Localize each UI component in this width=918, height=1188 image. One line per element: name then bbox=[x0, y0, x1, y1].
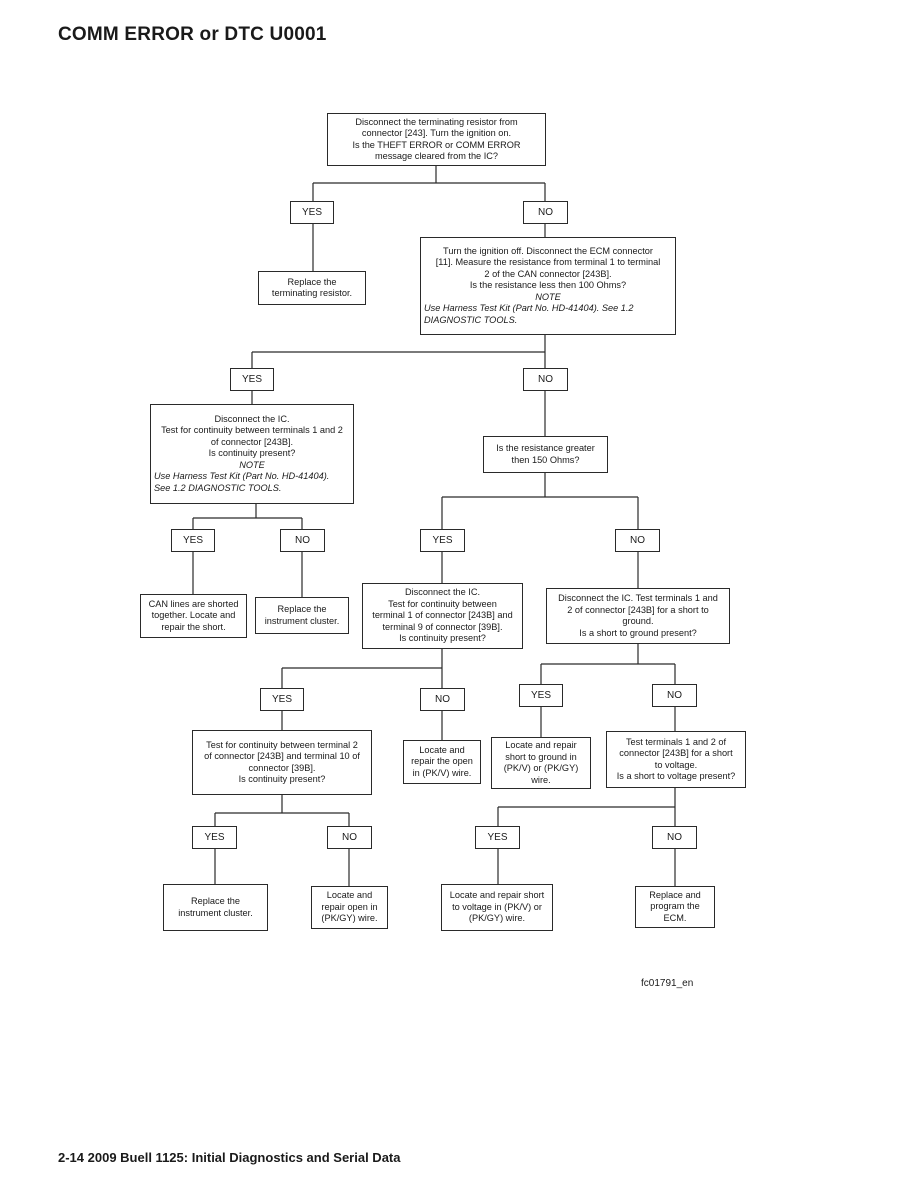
box-text-line: [11]. Measure the resistance from termin… bbox=[435, 257, 661, 268]
box-text-line: (PK/GY) wire. bbox=[468, 913, 526, 924]
box-text-line: connector [39B]. bbox=[248, 762, 316, 773]
box-text-line: (PK/GY) wire. bbox=[321, 913, 378, 924]
box-text-line: Is a short to ground present? bbox=[579, 627, 697, 638]
yes-label: YES bbox=[475, 826, 520, 849]
no-label: NO bbox=[652, 826, 697, 849]
box-text-line: of connector [243B] and terminal 10 of bbox=[204, 751, 360, 761]
box-text-line: Is a short to voltage present? bbox=[616, 771, 736, 781]
box-text-line: connector [243B] for a short bbox=[619, 748, 733, 758]
page-footer: 2-14 2009 Buell 1125: Initial Diagnostic… bbox=[58, 1150, 401, 1165]
box-text-line: to voltage in (PK/V) or bbox=[452, 901, 542, 912]
box-text-line: then 150 Ohms? bbox=[511, 454, 580, 465]
box-text-line: ECM. bbox=[663, 912, 687, 923]
yes-label: YES bbox=[290, 201, 334, 224]
box-text-line: terminal 1 of connector [243B] and bbox=[372, 610, 513, 621]
yes-label: YES bbox=[171, 529, 215, 552]
box-text-line: Locate and bbox=[326, 890, 373, 901]
box-text-line: (PK/V) or (PK/GY) bbox=[503, 763, 579, 773]
no-label: NO bbox=[523, 368, 568, 391]
box-text-line: 2 of connector [243B] for a short to bbox=[567, 604, 709, 615]
box-text-line: Is continuity present? bbox=[208, 448, 296, 459]
yes-label: YES bbox=[519, 684, 563, 707]
box-text-line: wire. bbox=[531, 774, 551, 785]
box-text-line: instrument cluster. bbox=[264, 615, 340, 626]
box-text-line: Locate and repair short bbox=[449, 890, 545, 901]
box-text-line: Disconnect the terminating resistor from bbox=[355, 116, 518, 127]
yes-label: YES bbox=[260, 688, 304, 711]
box-text-line: Is continuity present? bbox=[238, 774, 326, 784]
box-text-line: instrument cluster. bbox=[178, 907, 253, 918]
decision-terminating-resistor: Disconnect the terminating resistor from… bbox=[327, 113, 546, 166]
box-text-line: CAN lines are shorted bbox=[148, 598, 239, 609]
no-label: NO bbox=[420, 688, 465, 711]
yes-label: YES bbox=[230, 368, 274, 391]
yes-label: YES bbox=[420, 529, 465, 552]
box-text-line: short to ground in bbox=[505, 751, 577, 762]
box-text-line: program the bbox=[650, 901, 700, 912]
note-title: NOTE bbox=[239, 459, 265, 470]
decision-resistance-less-100: Turn the ignition off. Disconnect the EC… bbox=[420, 237, 676, 335]
decision-continuity-terminals-1-2: Disconnect the IC.Test for continuity be… bbox=[150, 404, 354, 504]
box-text-line: Test for continuity between terminal 2 bbox=[206, 739, 358, 750]
note-title: NOTE bbox=[535, 291, 561, 302]
note-text-line: Use Harness Test Kit (Part No. HD-41404)… bbox=[424, 303, 634, 314]
box-text-line: Disconnect the IC. bbox=[404, 587, 481, 598]
yes-label: YES bbox=[192, 826, 237, 849]
box-text-line: Disconnect the IC. bbox=[214, 413, 290, 424]
box-text-line: Test for continuity between terminals 1 … bbox=[161, 425, 343, 436]
box-text-line: Test terminals 1 and 2 of bbox=[625, 736, 727, 747]
box-text-line: repair open in bbox=[321, 901, 378, 912]
box-text-line: Locate and repair bbox=[505, 740, 577, 750]
box-text-line: Locate and bbox=[419, 744, 465, 755]
box-text-line: Is the THEFT ERROR or COMM ERROR bbox=[352, 139, 521, 150]
box-text-line: Turn the ignition off. Disconnect the EC… bbox=[443, 245, 653, 256]
box-text-line: 2 of the CAN connector [243B]. bbox=[484, 268, 612, 279]
no-label: NO bbox=[615, 529, 660, 552]
no-label: NO bbox=[523, 201, 568, 224]
box-text-line: Replace and bbox=[649, 889, 701, 900]
note-text-line: Use Harness Test Kit (Part No. HD-41404)… bbox=[154, 471, 330, 482]
box-text-line: terminating resistor. bbox=[271, 288, 353, 298]
no-label: NO bbox=[652, 684, 697, 707]
box-text-line: connector [243]. Turn the ignition on. bbox=[361, 128, 512, 138]
box-text-line: Test for continuity between bbox=[388, 598, 497, 609]
box-text-line: Disconnect the IC. Test terminals 1 and bbox=[558, 593, 718, 603]
box-text-line: Is continuity present? bbox=[399, 633, 486, 644]
box-text-line: repair the short. bbox=[161, 621, 226, 632]
decision-continuity-terminal-1-9: Disconnect the IC.Test for continuity be… bbox=[362, 583, 523, 649]
box-text-line: of connector [243B]. bbox=[210, 436, 294, 447]
box-text-line: message cleared from the IC? bbox=[374, 151, 499, 161]
no-label: NO bbox=[280, 529, 325, 552]
box-text-line: Replace the bbox=[190, 896, 241, 906]
box-text-line: terminal 9 of connector [39B]. bbox=[382, 621, 503, 632]
box-text-line: repair the open bbox=[411, 756, 473, 767]
note-text-line: DIAGNOSTIC TOOLS. bbox=[424, 314, 518, 325]
note-text-line: See 1.2 DIAGNOSTIC TOOLS. bbox=[154, 482, 282, 493]
box-text-line: Replace the bbox=[287, 276, 337, 287]
box-text-line: in (PK/V) wire. bbox=[412, 767, 472, 778]
box-text-line: ground. bbox=[622, 616, 654, 626]
figure-id: fc01791_en bbox=[641, 978, 694, 989]
box-text-line: together. Locate and bbox=[151, 610, 236, 621]
no-label: NO bbox=[327, 826, 372, 849]
page-title: COMM ERROR or DTC U0001 bbox=[58, 24, 327, 45]
box-text-line: Replace the bbox=[277, 604, 327, 614]
box-text-line: Is the resistance greater bbox=[496, 443, 595, 453]
box-text-line: Is the resistance less then 100 Ohms? bbox=[469, 280, 627, 291]
box-text-line: to voltage. bbox=[654, 759, 698, 770]
